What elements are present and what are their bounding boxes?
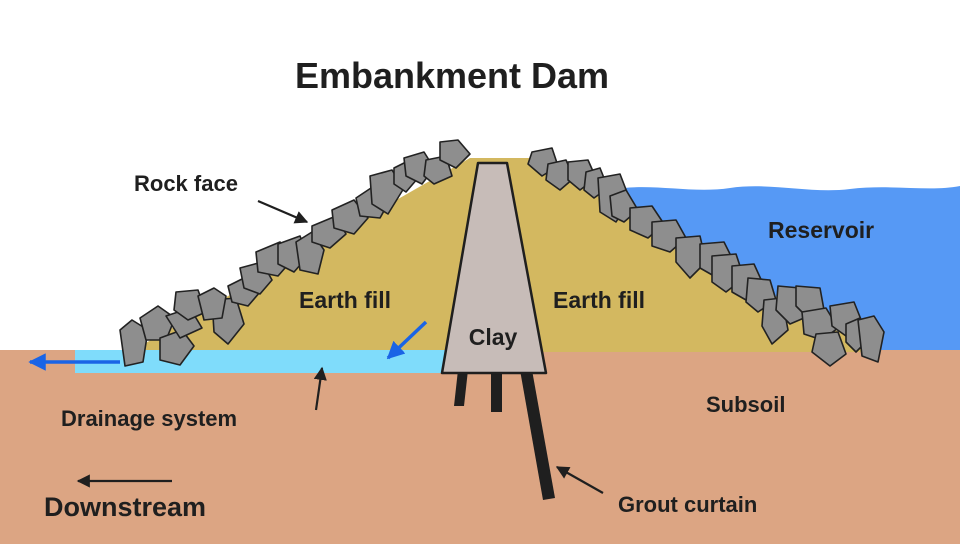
clay-core — [440, 161, 548, 375]
label-subsoil: Subsoil — [706, 392, 785, 417]
diagram-title: Embankment Dam — [295, 55, 609, 96]
grout-curtain-pointer-arrow — [555, 466, 604, 494]
rock — [119, 319, 149, 367]
rock — [545, 159, 575, 191]
drainage-pointer-arrow — [313, 366, 327, 411]
rock — [857, 315, 885, 363]
grout-curtain — [454, 370, 555, 500]
label-downstream: Downstream — [44, 492, 206, 522]
rock — [675, 235, 707, 279]
rock-face-right — [527, 147, 885, 367]
rock — [139, 305, 176, 341]
rock — [811, 331, 847, 367]
rock — [197, 287, 227, 321]
label-earth-fill-right: Earth fill — [553, 287, 645, 313]
grout-post-3 — [520, 370, 555, 500]
grout-post-2 — [491, 370, 502, 412]
rock-face-pointer-arrow — [257, 199, 309, 224]
label-grout-curtain: Grout curtain — [618, 492, 757, 517]
label-earth-fill-left: Earth fill — [299, 287, 391, 313]
seepage-flow-arrow — [386, 320, 428, 360]
label-reservoir: Reservoir — [768, 217, 874, 243]
grout-post-1 — [454, 370, 468, 406]
label-drainage-system: Drainage system — [61, 406, 237, 431]
subsoil-ground — [0, 350, 960, 544]
label-rock-face: Rock face — [134, 171, 238, 196]
rock — [439, 139, 471, 169]
rock-face-left — [119, 139, 471, 367]
label-clay: Clay — [469, 324, 518, 350]
